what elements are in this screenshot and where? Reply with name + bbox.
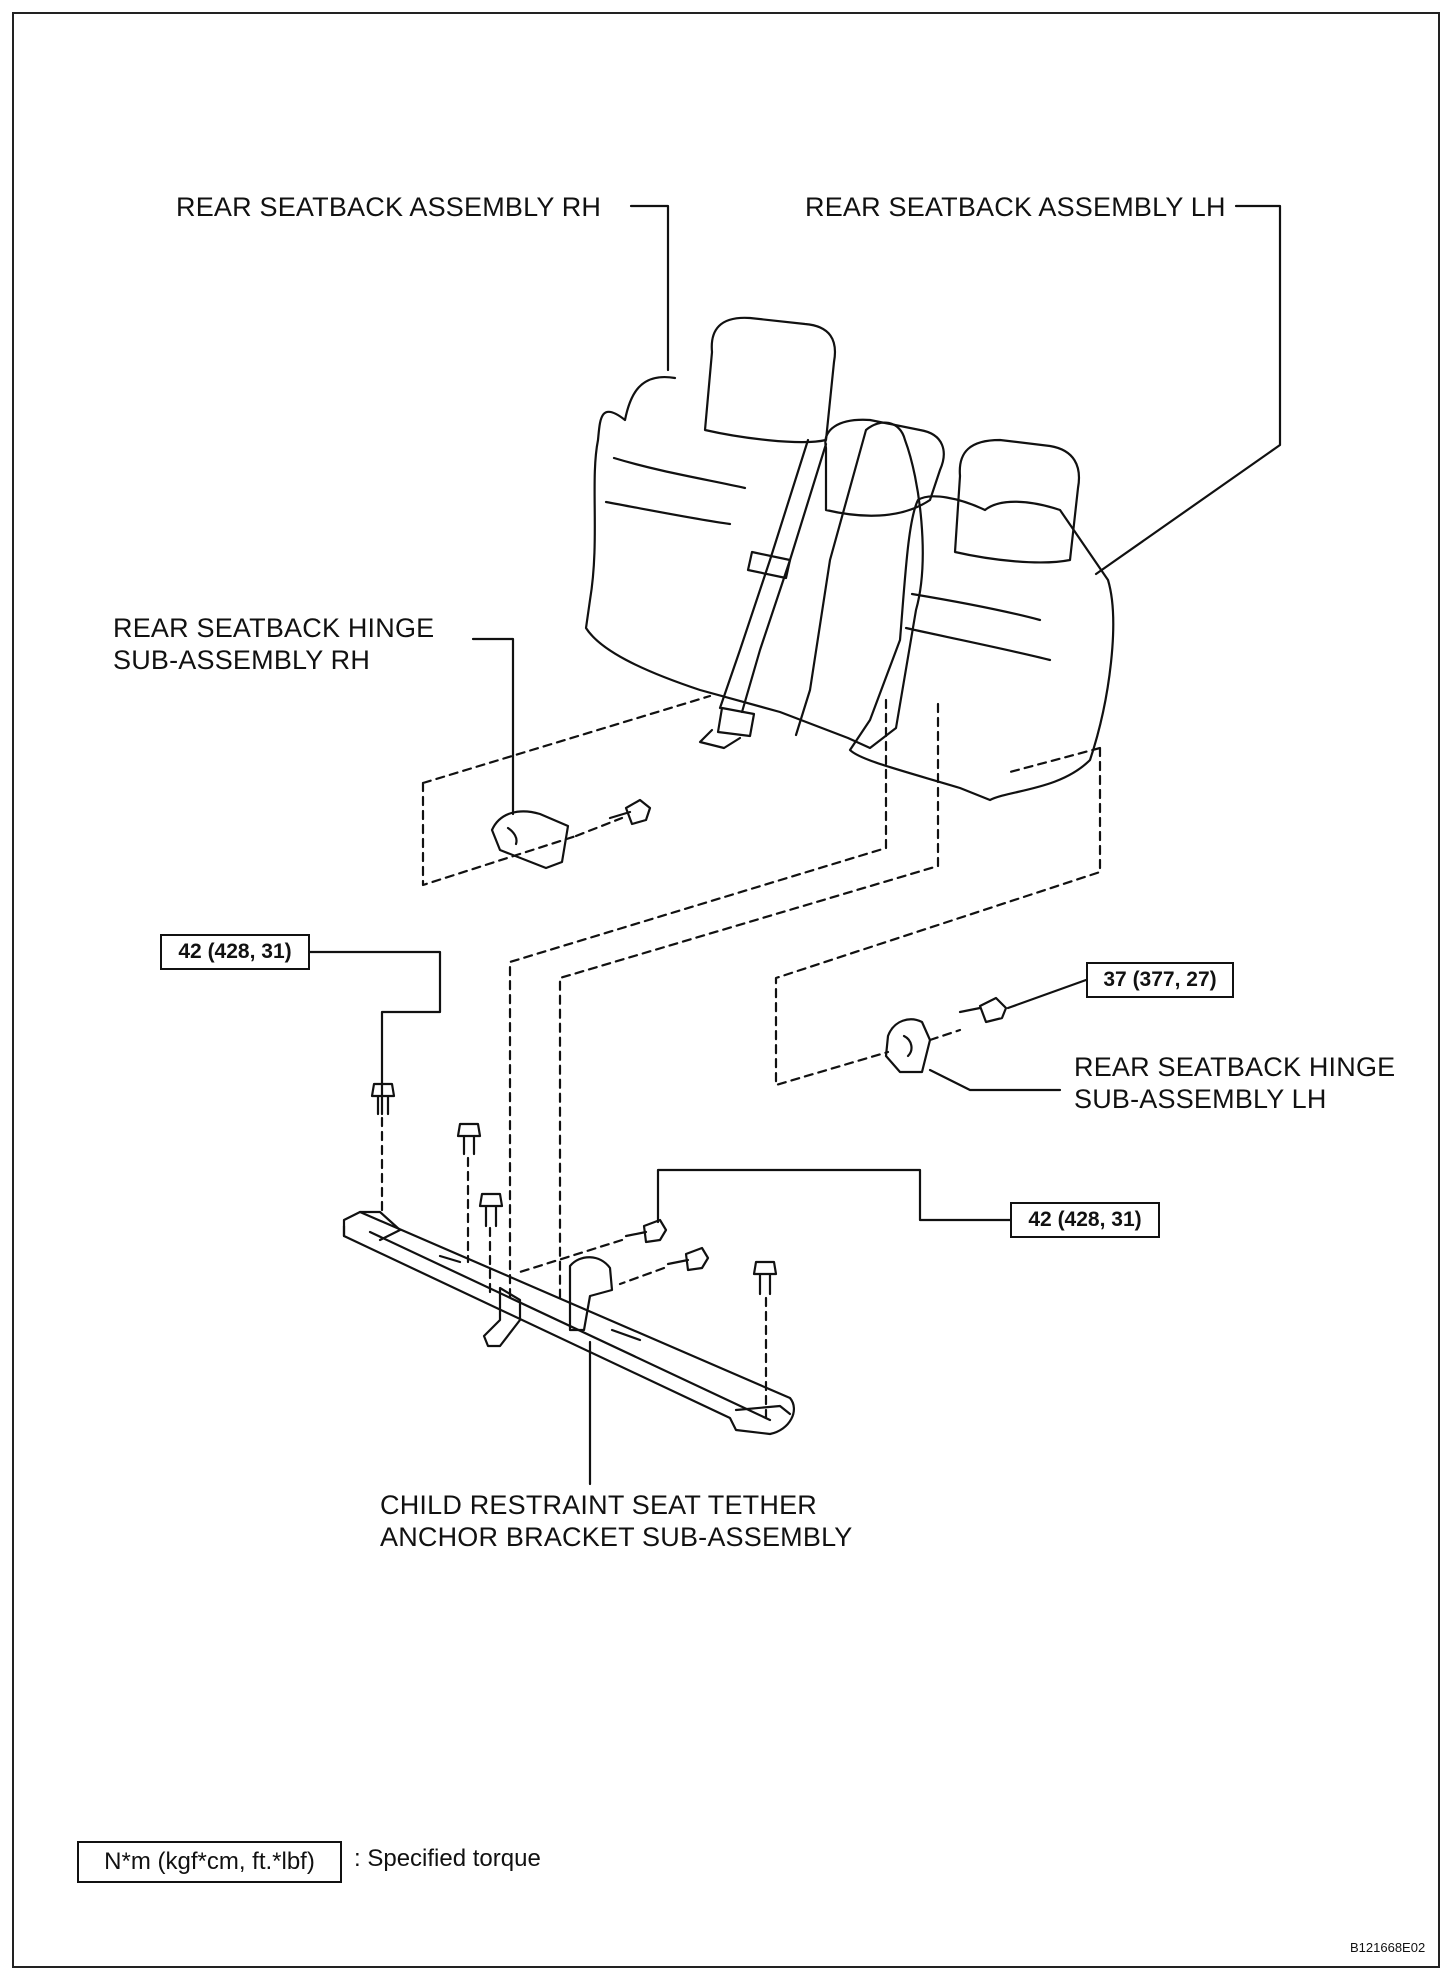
- tether-anchor-bracket: [342, 1210, 796, 1436]
- leader-hinge-rh: [471, 637, 515, 816]
- hinge-rh-dashed-box: [421, 694, 940, 1304]
- torque-box-bracket-bolts: 42 (428, 31): [1010, 1202, 1160, 1238]
- leader-left-bolts: [308, 950, 442, 1116]
- label-hinge-rh-line2: SUB-ASSEMBLY RH: [113, 645, 371, 675]
- left-bolts-dashes: [380, 1116, 492, 1298]
- label-hinge-lh-line2: SUB-ASSEMBLY LH: [1074, 1084, 1327, 1114]
- bracket-bolts-dashes: [518, 1238, 768, 1422]
- hinge-rh-part: [490, 810, 570, 870]
- leader-seatback-rh: [629, 204, 670, 372]
- hinge-lh-dashed-link: [928, 1028, 962, 1042]
- headrest-lh: [953, 438, 1080, 564]
- torque-box-hinge-lh: 37 (377, 27): [1086, 962, 1234, 998]
- leader-bracket-bolts: [656, 1168, 1012, 1224]
- label-hinge-lh-line1: REAR SEATBACK HINGE: [1074, 1052, 1396, 1082]
- hinge-lh-dashed-box: [774, 746, 1102, 1087]
- belt-buckle: [698, 706, 756, 750]
- figure-code: B121668E02: [1350, 1940, 1426, 1955]
- bolt-bracket-3: [752, 1260, 778, 1296]
- bolt-left-2: [456, 1122, 482, 1156]
- bolt-hinge-rh: [608, 798, 652, 826]
- belt-guide: [746, 550, 792, 580]
- seatback-rh-shape: [584, 375, 924, 750]
- headrest-rh: [703, 316, 837, 444]
- label-hinge-rh-line1: REAR SEATBACK HINGE: [113, 613, 435, 643]
- bolt-hinge-lh: [958, 996, 1008, 1024]
- leader-hinge-lh: [928, 1068, 1062, 1092]
- seat-belt: [718, 438, 828, 714]
- diagram-frame: [12, 12, 1440, 1968]
- bolt-left-1: [370, 1082, 396, 1116]
- torque-box-left-bolts: 42 (428, 31): [160, 934, 310, 970]
- leader-seatback-lh: [1094, 204, 1282, 576]
- legend-meaning: : Specified torque: [354, 1845, 541, 1872]
- bolt-bracket-1: [624, 1218, 668, 1244]
- leader-hinge-lh-bolt: [1006, 978, 1088, 1010]
- label-seatback-lh: REAR SEATBACK ASSEMBLY LH: [805, 192, 1226, 222]
- label-bracket-line1: CHILD RESTRAINT SEAT TETHER: [380, 1490, 817, 1520]
- legend-unit-box: N*m (kgf*cm, ft.*lbf): [77, 1841, 342, 1883]
- center-headrest: [824, 418, 945, 517]
- bolt-bracket-2: [666, 1246, 710, 1272]
- hinge-lh-part: [884, 1018, 932, 1074]
- label-seatback-rh: REAR SEATBACK ASSEMBLY RH: [176, 192, 602, 222]
- label-bracket-line2: ANCHOR BRACKET SUB-ASSEMBLY: [380, 1522, 853, 1552]
- seatback-lh-shape: [848, 495, 1115, 802]
- bolt-left-3: [478, 1192, 504, 1228]
